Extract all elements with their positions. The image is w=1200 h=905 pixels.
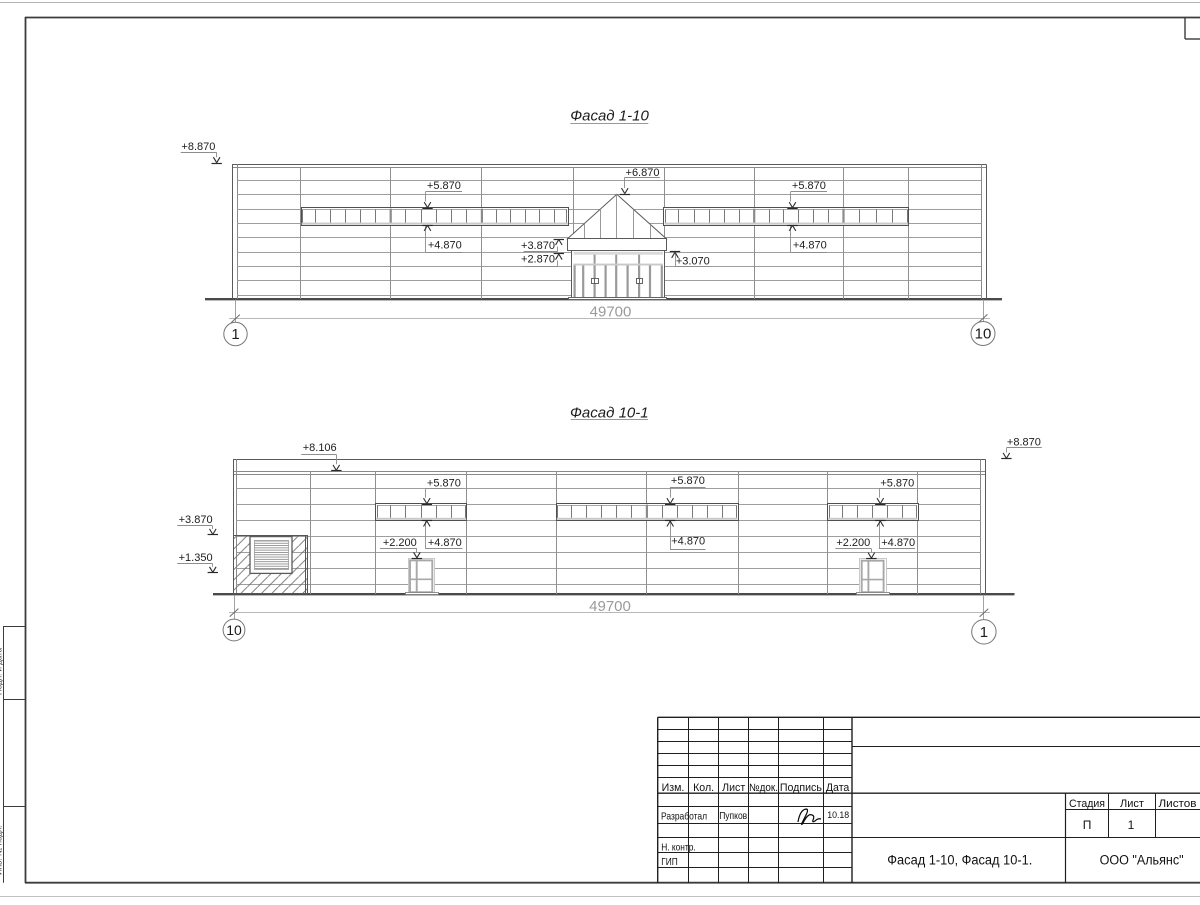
svg-text:Разработал: Разработал	[661, 810, 707, 822]
svg-text:1: 1	[980, 624, 988, 641]
svg-text:+3.870: +3.870	[521, 240, 555, 252]
svg-text:ГИП: ГИП	[661, 857, 678, 868]
svg-text:+4.870: +4.870	[428, 240, 462, 252]
svg-text:Н. контр.: Н. контр.	[661, 842, 696, 853]
svg-text:Стадия: Стадия	[1069, 798, 1105, 810]
svg-text:+4.870: +4.870	[793, 240, 827, 252]
svg-text:+2.200: +2.200	[836, 537, 870, 549]
svg-text:+8.870: +8.870	[181, 141, 215, 153]
svg-text:+8.870: +8.870	[1007, 437, 1041, 449]
svg-text:+6.870: +6.870	[626, 167, 660, 179]
svg-text:ООО "Альянс": ООО "Альянс"	[1100, 852, 1184, 867]
svg-text:+5.870: +5.870	[427, 477, 461, 489]
svg-text:+2.200: +2.200	[383, 537, 417, 549]
svg-text:10: 10	[226, 622, 242, 638]
svg-text:+8.106: +8.106	[303, 442, 337, 454]
svg-text:Лист: Лист	[1120, 798, 1144, 810]
svg-text:П: П	[1083, 818, 1092, 832]
svg-text:+4.870: +4.870	[428, 537, 462, 549]
svg-text:+5.870: +5.870	[427, 180, 461, 192]
svg-text:+5.870: +5.870	[880, 477, 914, 489]
svg-text:№док.: №док.	[749, 782, 778, 794]
svg-text:+1.350: +1.350	[179, 552, 213, 564]
svg-text:Фасад 1-10, Фасад 10-1.: Фасад 1-10, Фасад 10-1.	[887, 852, 1032, 867]
svg-text:+3.870: +3.870	[179, 514, 213, 526]
svg-text:Дата: Дата	[826, 782, 850, 794]
svg-text:+2.870: +2.870	[521, 254, 555, 266]
svg-text:1: 1	[231, 326, 239, 343]
svg-text:49700: 49700	[590, 303, 632, 320]
svg-text:Фасад 1-10: Фасад 1-10	[570, 108, 649, 125]
svg-text:Пупков: Пупков	[719, 810, 747, 822]
svg-text:49700: 49700	[589, 598, 631, 615]
svg-text:Фасад 10-1: Фасад 10-1	[570, 404, 649, 421]
svg-text:Листов: Листов	[1159, 798, 1197, 810]
svg-text:1: 1	[1128, 818, 1135, 832]
svg-text:+5.870: +5.870	[792, 180, 826, 192]
svg-text:Лист: Лист	[722, 782, 745, 794]
svg-text:+3.070: +3.070	[676, 255, 710, 267]
svg-text:Изм.: Изм.	[662, 782, 685, 794]
svg-text:+4.870: +4.870	[671, 536, 705, 548]
svg-text:+5.870: +5.870	[671, 475, 705, 487]
svg-text:Кол.: Кол.	[693, 782, 714, 794]
svg-text:+4.870: +4.870	[881, 537, 915, 549]
svg-text:10.18: 10.18	[827, 809, 849, 820]
svg-text:Подпись: Подпись	[780, 782, 822, 794]
svg-text:Подп. и дата: Подп. и дата	[0, 647, 4, 695]
svg-text:Инв. № подл.: Инв. № подл.	[0, 825, 4, 875]
svg-text:10: 10	[975, 326, 992, 343]
